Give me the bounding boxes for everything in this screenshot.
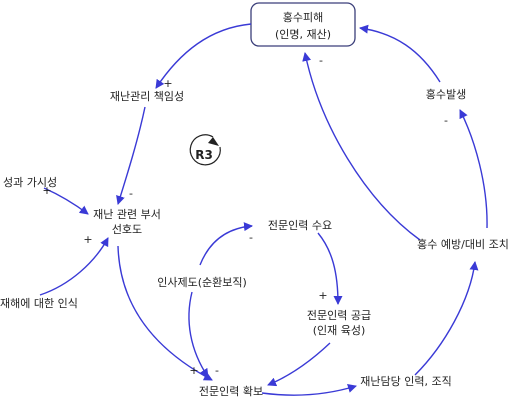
arrow-occurrence-to-damage — [359, 24, 441, 83]
arrow-prevention-to-occurrence — [459, 109, 488, 229]
sign-hr-to-demand: - — [249, 231, 253, 244]
arrow-staff-to-prevention — [414, 261, 479, 376]
preference-label: 재난 관련 부서 — [93, 208, 161, 221]
loop-marker: R3 — [189, 134, 221, 166]
sign-responsibility-to-preference: - — [129, 187, 133, 200]
disaster-responsibility-label: 재난관리 책임성 — [110, 90, 184, 103]
expert-supply-label: 전문인력 공급 — [307, 309, 371, 322]
arrow-visibility-to-preference — [43, 187, 89, 215]
flood-damage-label: 홍수피해 — [283, 10, 323, 24]
arrow-demand-to-supply — [317, 232, 343, 305]
arrow-responsibility-to-preference — [116, 106, 146, 205]
sign-visibility-to-preference: + — [42, 184, 51, 197]
sign-prevention-to-occurrence: - — [444, 114, 448, 127]
sign-damage-to-responsibility: + — [163, 77, 172, 90]
loop-label: R3 — [195, 148, 213, 162]
staff-org-label: 재난담당 인력, 조직 — [360, 375, 451, 388]
arrow-prevention-to-damage — [302, 52, 421, 241]
arrow-secured-to-staff — [261, 384, 357, 396]
arrow-awareness-to-preference — [39, 237, 109, 296]
sign-awareness-to-preference: + — [83, 233, 92, 246]
sign-demand-to-supply: + — [318, 289, 327, 302]
hr-system-label: 인사제도(순환보직) — [157, 276, 247, 289]
flood-occurrence-label: 홍수발생 — [426, 87, 466, 101]
sign-preference-to-secured: - — [215, 364, 219, 377]
flood-prevention-label: 홍수 예방/대비 조치 — [417, 237, 509, 251]
arrow-hr-to-demand — [199, 222, 253, 266]
arrow-preference-to-secured — [117, 245, 213, 381]
visibility-label: 성과 가시성 — [3, 176, 57, 189]
awareness-label: 재해에 대한 인식 — [0, 296, 78, 310]
arrow-damage-to-responsibility — [155, 23, 252, 89]
expert-demand-label: 전문인력 수요 — [268, 219, 332, 232]
arrow-hr-to-secured — [188, 291, 209, 378]
arrow-supply-to-secured — [267, 342, 331, 387]
preference-sublabel: 선호도 — [112, 223, 142, 236]
loop-arrowhead-icon — [208, 137, 219, 146]
sign-hr-to-secured: + — [189, 364, 198, 377]
loop-circle-icon — [189, 134, 221, 166]
expert-supply-sublabel: (인재 육성) — [313, 324, 366, 337]
flood-damage-sublabel: (인명, 재산) — [275, 28, 331, 41]
sign-prevention-to-damage: - — [319, 54, 323, 67]
expert-secured-label: 전문인력 확보 — [199, 385, 263, 398]
